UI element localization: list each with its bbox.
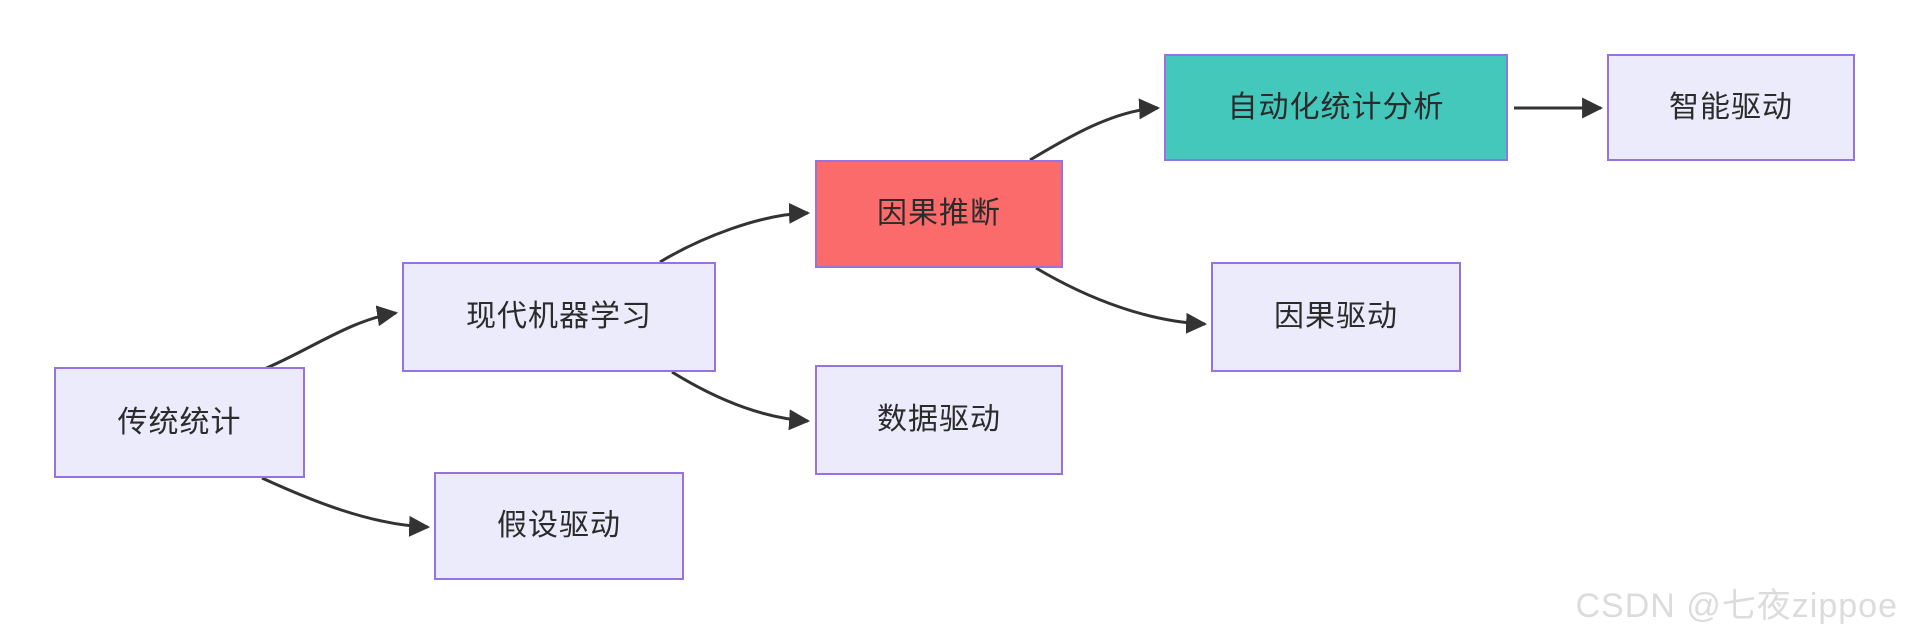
node-label: 数据驱动: [877, 403, 1001, 436]
node-label: 传统统计: [117, 405, 242, 439]
node-label: 因果驱动: [1274, 300, 1398, 333]
edge-traditional-to-hypothesis: [261, 476, 431, 537]
node-label: 智能驱动: [1669, 90, 1793, 124]
csdn-watermark: CSDN @七夜zippoe: [1575, 587, 1898, 625]
node-causality-driven[interactable]: 因果驱动: [1211, 262, 1461, 372]
node-label: 因果推断: [877, 197, 1001, 230]
node-label: 假设驱动: [497, 509, 621, 542]
node-automated-statistical-analysis[interactable]: 自动化统计分析: [1164, 54, 1508, 161]
edge-modern-to-data: [671, 370, 811, 431]
node-label: 自动化统计分析: [1227, 90, 1445, 124]
node-label: 现代机器学习: [466, 300, 652, 333]
node-modern-machine-learning[interactable]: 现代机器学习: [402, 262, 716, 372]
edge-causal-to-automated: [1029, 98, 1161, 162]
edge-causal-to-causality: [1035, 266, 1208, 334]
node-intelligence-driven[interactable]: 智能驱动: [1607, 54, 1855, 161]
edge-traditional-to-modern: [261, 305, 399, 372]
node-data-driven[interactable]: 数据驱动: [815, 365, 1063, 475]
edge-modern-to-causal: [659, 202, 811, 264]
node-traditional-statistics[interactable]: 传统统计: [54, 367, 305, 478]
node-causal-inference[interactable]: 因果推断: [815, 160, 1063, 268]
node-hypothesis-driven[interactable]: 假设驱动: [434, 472, 684, 580]
